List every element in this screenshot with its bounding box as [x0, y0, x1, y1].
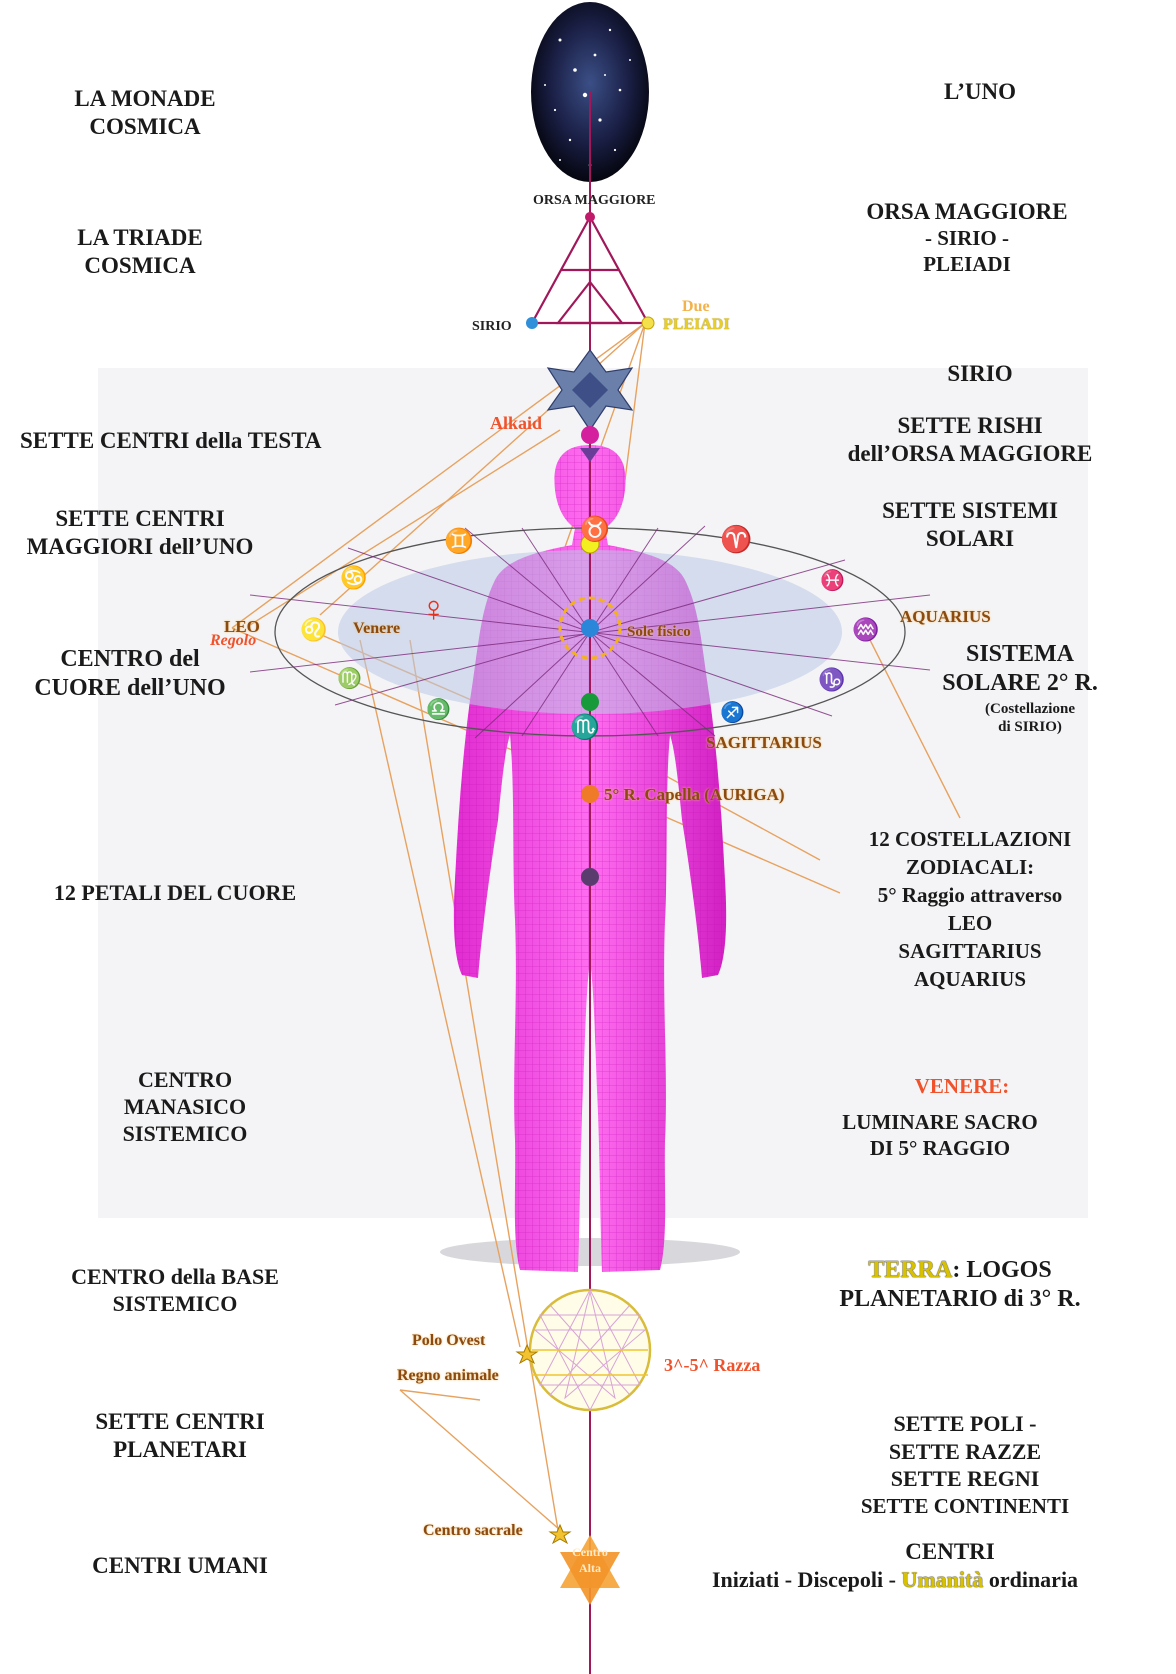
- pleiadi-tag: PLEIADI: [663, 316, 730, 334]
- cosmic-triangle: [532, 217, 648, 323]
- label-sette-centri-testa: SETTE CENTRI della TESTA: [20, 427, 321, 455]
- capricorn-glyph: ♑: [818, 667, 845, 693]
- orsa-maggiore-tag: ORSA MAGGIORE: [533, 193, 656, 209]
- aquarius-glyph: ♒: [852, 617, 879, 643]
- polo-ovest-tag: Polo Ovest: [412, 1332, 485, 1350]
- virgo-glyph: ♍: [337, 666, 362, 691]
- scorpio-glyph: ♏: [570, 713, 600, 742]
- taurus-glyph: ♉: [580, 515, 610, 544]
- sacral-node: [581, 785, 599, 803]
- aquarius-tag: AQUARIUS: [900, 607, 991, 627]
- sole-fisico-tag: Sole fisico: [627, 624, 691, 641]
- label-iniziati: Iniziati - Discepoli - Umanità ordinaria: [712, 1567, 1172, 1594]
- root-node: [581, 868, 599, 886]
- libra-glyph: ♎: [426, 697, 451, 722]
- sagittarius-glyph: ♐: [720, 700, 745, 725]
- label-terra: TERRA: LOGOS PLANETARIO di 3° R.: [800, 1256, 1120, 1315]
- sagittarius-tag: SAGITTARIUS: [706, 733, 822, 753]
- head-node-pink: [581, 426, 599, 444]
- leo-glyph: ♌: [300, 617, 327, 643]
- alkaid-tag: Alkaid: [490, 413, 542, 434]
- label-centri: CENTRI: [850, 1538, 1050, 1566]
- label-orsa: ORSA MAGGIORE - SIRIO - PLEIADI: [877, 198, 1176, 277]
- centro-alta-tag: Centro Alta: [568, 1545, 612, 1576]
- regno-animale-tag: Regno animale: [397, 1367, 499, 1385]
- planetary-circle: [530, 1290, 650, 1410]
- capella-tag: 5° R. Capella (AURIGA): [604, 785, 785, 805]
- label-sirio: SIRIO: [910, 360, 1050, 388]
- aries-glyph: ♈: [720, 525, 752, 555]
- sirio-tag: SIRIO: [472, 319, 512, 335]
- solar-node: [581, 693, 599, 711]
- gemini-glyph: ♊: [444, 527, 474, 556]
- heart-node: [581, 619, 599, 637]
- pisces-glyph: ♓: [820, 568, 845, 593]
- due-tag: Due: [682, 298, 710, 316]
- label-umani: CENTRI UMANI: [0, 1552, 370, 1580]
- pleiadi-node: [642, 317, 654, 329]
- label-petali: 12 PETALI DEL CUORE: [0, 880, 365, 907]
- cancer-glyph: ♋: [340, 565, 367, 591]
- label-venere: VENERE:: [862, 1074, 1062, 1100]
- venus-glyph: ♀: [420, 588, 447, 630]
- orsa-node: [585, 212, 595, 222]
- razza-tag: 3^-5^ Razza: [664, 1355, 760, 1376]
- venere-tag: Venere: [353, 620, 400, 638]
- centro-sacrale-star: [550, 1525, 570, 1543]
- label-uno: L’UNO: [900, 78, 1060, 106]
- sirio-node: [526, 317, 538, 329]
- centro-sacrale-tag: Centro sacrale: [423, 1522, 523, 1540]
